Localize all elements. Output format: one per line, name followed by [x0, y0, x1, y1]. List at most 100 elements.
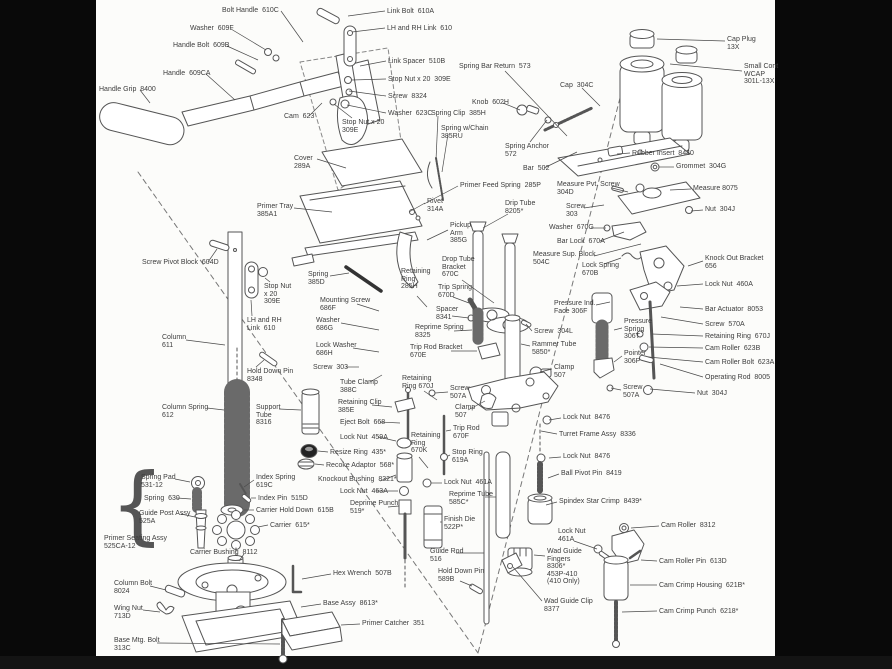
part-label: Handle 609CA — [163, 70, 211, 77]
part-label: Grommet 304G — [676, 163, 727, 170]
leader-line — [300, 603, 322, 608]
leader-line — [377, 436, 397, 442]
part-label: Carrier Hold Down 615B — [256, 507, 334, 514]
leader-line — [690, 209, 704, 212]
leader-line — [139, 89, 151, 104]
leader-line — [280, 10, 304, 43]
leader-line — [142, 609, 161, 613]
carrier-assembly: { — [110, 455, 260, 572]
leader-line — [351, 27, 386, 33]
leader-line — [329, 272, 350, 277]
part-label: Spring 630 — [144, 495, 180, 502]
part-label: Link Spacer 510B — [388, 58, 446, 65]
part-label: Guide Rod 516 — [430, 548, 464, 563]
part-label: Column Bolt 8024 — [114, 580, 153, 595]
part-label: Finish Die 522P* — [444, 516, 476, 531]
part-label: Screw 303 — [313, 364, 349, 371]
part-label: Ball Pivot Pin 8419 — [561, 470, 622, 477]
leader-line — [441, 133, 449, 173]
leader-line — [435, 115, 439, 161]
leader-line — [461, 279, 495, 304]
leader-line — [340, 322, 380, 331]
part-label: Spring w/Chain 385RU — [441, 125, 489, 140]
leader-line — [467, 400, 486, 411]
part-label: Knock Out Bracket 656 — [705, 255, 764, 270]
leader-line — [679, 306, 704, 310]
leader-line — [687, 260, 704, 267]
leader-line — [593, 243, 642, 257]
leader-line — [649, 388, 696, 394]
part-label: Stop Nut x 20 309E — [264, 283, 292, 306]
part-label: Screw 507A — [450, 385, 470, 400]
part-label: Stop Ring 619A — [452, 449, 483, 464]
part-label: Screw 303 — [566, 203, 586, 218]
leader-line — [603, 257, 622, 265]
leader-line — [669, 188, 692, 191]
leader-line — [581, 87, 601, 107]
part-label: Cap 304C — [560, 82, 594, 89]
part-label: Retaining Ring 670J — [705, 333, 770, 340]
part-label: Nut 304J — [705, 206, 735, 213]
part-label: Index Pin 515D — [258, 495, 308, 502]
part-label: Spring Clip 385H — [431, 110, 486, 117]
leader-line — [317, 450, 329, 453]
leader-line — [359, 60, 387, 67]
leader-line — [502, 102, 521, 111]
part-label: Retaining Ring 670K — [411, 432, 441, 455]
part-label: Trip Rod 670F — [453, 425, 480, 440]
part-label: Resize Ring 435* — [330, 449, 387, 456]
leader-lines — [139, 10, 743, 645]
part-label: Measure 8075 — [693, 185, 738, 192]
part-label: Drop Tube Bracket 670C — [442, 256, 475, 279]
leader-line — [451, 315, 470, 319]
leader-line — [676, 283, 704, 287]
part-label: Stop Nut x 20 309E — [388, 76, 451, 83]
part-label: Spindex Star Crimp 8439* — [559, 498, 642, 505]
part-label: Deprime Punch 519* — [350, 500, 399, 515]
part-label: Cam Crimp Housing 621B* — [659, 582, 745, 589]
leader-line — [423, 390, 438, 401]
part-label: Link Bolt 610A — [387, 8, 435, 15]
leader-line — [599, 231, 625, 242]
part-label: Support Tube 8316 — [256, 404, 281, 427]
part-label: Cam Roller Bolt 623A — [705, 359, 775, 366]
operating-rod-assembly — [629, 281, 671, 395]
turret-assembly — [467, 221, 559, 525]
leader-line — [611, 187, 629, 193]
leader-line — [547, 473, 560, 479]
leader-line — [512, 566, 543, 602]
part-label: Lock Nut 8476 — [563, 453, 611, 460]
leader-line — [206, 407, 225, 411]
leader-line — [434, 391, 449, 394]
leader-line — [418, 456, 429, 469]
part-label: Knockout Bushing 8321* — [318, 476, 397, 483]
part-label: Rivet 314A — [427, 198, 444, 213]
part-label: Measure Pvt. Screw 304D — [557, 181, 620, 196]
handle-assembly — [99, 7, 381, 146]
part-label: Washer 686G — [316, 317, 340, 332]
part-label: Lock Spring 670B — [582, 262, 619, 277]
leader-line — [149, 585, 167, 591]
leader-line — [426, 229, 449, 241]
part-label: Cam Crimp Punch 6218* — [659, 608, 739, 615]
part-label: Primer Seating Assy 525CA-12 — [104, 535, 168, 550]
leader-line — [174, 478, 191, 483]
leader-line — [264, 277, 271, 283]
part-label: Cam Roller Pin 613D — [659, 558, 727, 565]
right-letterbox-bar — [775, 0, 892, 669]
leader-line — [595, 301, 611, 306]
leader-line — [616, 152, 631, 155]
part-label: Hold Down Pin 589B — [438, 568, 485, 583]
leader-line — [346, 104, 387, 114]
part-label: Washer 670G — [549, 224, 594, 231]
leader-line — [659, 363, 704, 378]
svg-text:{: { — [110, 455, 165, 555]
leader-line — [278, 408, 302, 411]
part-label: Small Cont WCAP 301L-13X — [744, 63, 779, 86]
leader-line — [621, 610, 658, 613]
pressure-assembly — [591, 292, 615, 392]
leader-line — [533, 554, 546, 557]
leader-line — [371, 404, 393, 408]
part-label: Drip Tube 8205* — [505, 200, 536, 215]
